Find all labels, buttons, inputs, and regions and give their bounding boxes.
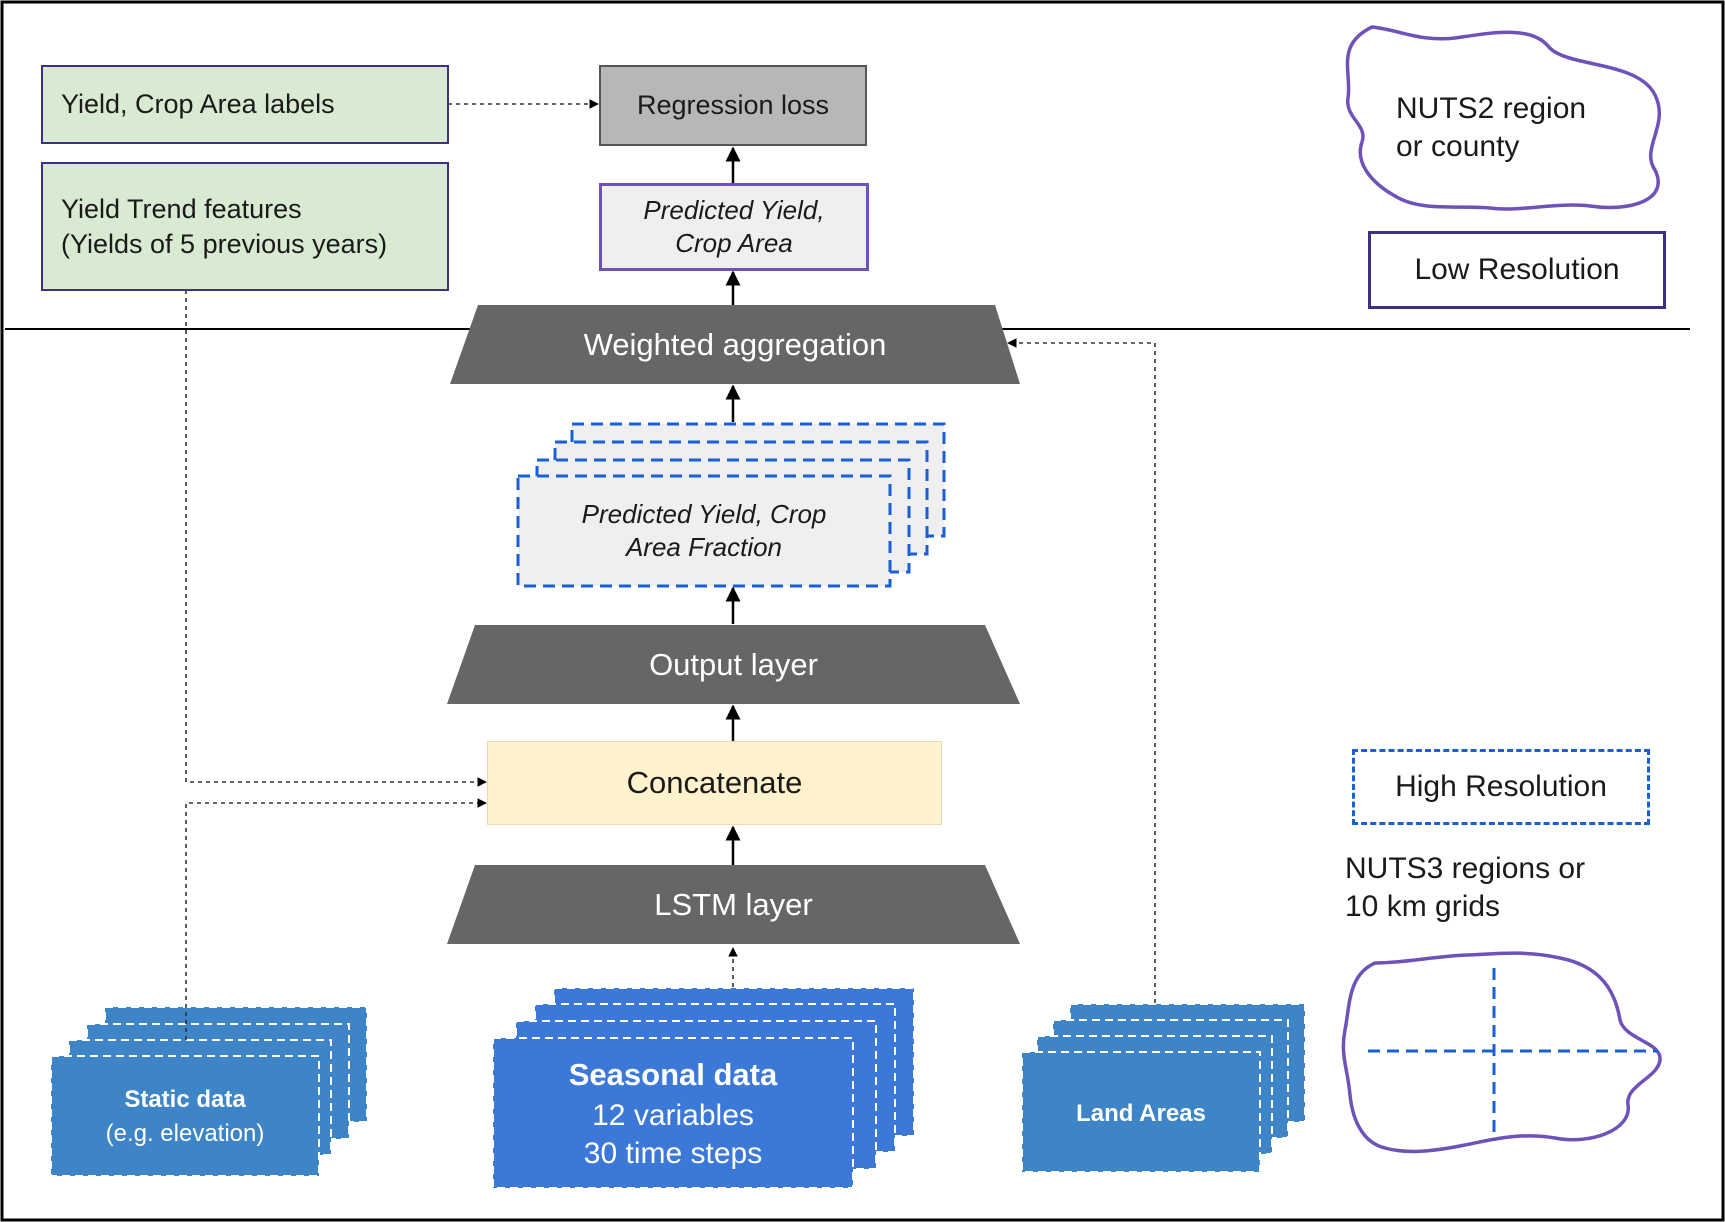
- regression-loss-box: [599, 65, 867, 146]
- low-resolution-legend-text: Low Resolution: [1414, 252, 1620, 286]
- weighted-aggregation-shape: [450, 305, 1020, 384]
- high-resolution-region-text: NUTS3 regions or 10 km grids: [1345, 851, 1586, 923]
- land-areas-title: Land Areas: [1076, 1099, 1206, 1127]
- low-resolution-legend-box: [1368, 231, 1666, 309]
- concatenate-text: Concatenate: [626, 765, 803, 801]
- dotted-connectors: [185, 99, 1156, 1040]
- static-data-stack: [50, 1006, 368, 1177]
- lstm-layer-label: LSTM layer: [654, 886, 813, 922]
- output-layer-label: Output layer: [649, 646, 818, 682]
- predicted-low-res-text: Predicted Yield, Crop Area: [643, 194, 825, 258]
- static-data-subtitle: (e.g. elevation): [105, 1119, 265, 1147]
- land-areas-stack: [1021, 1003, 1306, 1173]
- output-layer-shape: [447, 625, 1020, 704]
- high-resolution-legend-box: [1352, 749, 1650, 825]
- trend-features-box: [41, 162, 449, 291]
- lstm-layer-shape: [447, 865, 1020, 944]
- predicted-high-res-stack: [516, 422, 946, 588]
- low-resolution-region-text: NUTS2 region or county: [1396, 91, 1587, 163]
- concatenate-box: [487, 741, 942, 825]
- labels-box: [41, 65, 449, 144]
- trend-features-text: Yield Trend features (Yields of 5 previo…: [61, 193, 388, 259]
- predicted-low-res-box: [599, 183, 869, 271]
- labels-box-text: Yield, Crop Area labels: [61, 89, 335, 120]
- weighted-aggregation-label: Weighted aggregation: [583, 326, 887, 362]
- high-resolution-legend-text: High Resolution: [1395, 769, 1607, 803]
- static-data-title: Static data: [124, 1085, 246, 1113]
- low-resolution-region-shape: [1345, 25, 1662, 211]
- seasonal-data-stack: [492, 987, 915, 1189]
- seasonal-data-title: Seasonal data: [568, 1057, 778, 1093]
- regression-loss-text: Regression loss: [636, 90, 830, 121]
- seasonal-data-subtitle: 12 variables 30 time steps: [583, 1098, 763, 1170]
- predicted-high-res-text: Predicted Yield, Crop Area Fraction: [581, 498, 827, 562]
